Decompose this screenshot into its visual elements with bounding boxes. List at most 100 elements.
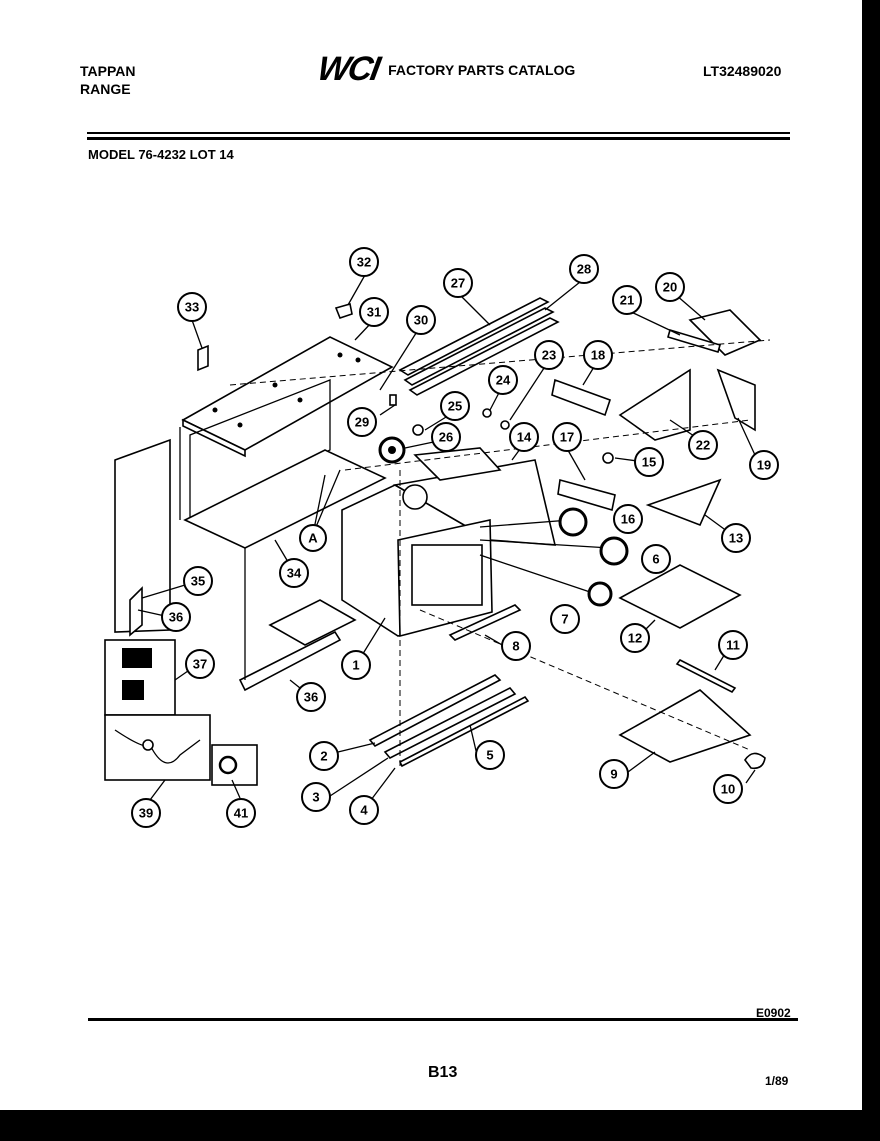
callout-9: 9 [599, 759, 629, 789]
callout-4: 4 [349, 795, 379, 825]
footer-date: 1/89 [765, 1074, 789, 1088]
callout-30: 30 [406, 305, 436, 335]
callout-18: 18 [583, 340, 613, 370]
clip-10 [744, 752, 766, 770]
svg-text:36: 36 [304, 690, 318, 705]
callout-8: 8 [501, 631, 531, 661]
svg-text:19: 19 [757, 458, 771, 473]
oven-opening [411, 544, 483, 606]
svg-text:37: 37 [193, 657, 207, 672]
callout-21: 21 [612, 285, 642, 315]
callout-5: 5 [475, 740, 505, 770]
inset-38 [104, 639, 176, 716]
strip-3 [383, 686, 517, 760]
callout-2: 2 [309, 741, 339, 771]
knob-7 [587, 581, 613, 607]
panel-22 [618, 368, 691, 441]
svg-text:20: 20 [663, 280, 677, 295]
catalog-title-block: WCI FACTORY PARTS CATALOG [315, 50, 576, 89]
callout-27: 27 [443, 268, 473, 298]
clip-24 [482, 408, 492, 418]
rod-28b [408, 317, 560, 396]
knob-16 [558, 507, 588, 537]
svg-text:29: 29 [355, 415, 369, 430]
leader-6 [479, 539, 611, 549]
callout-35: 35 [183, 566, 213, 596]
svg-text:1: 1 [352, 658, 359, 673]
catalog-title: FACTORY PARTS CATALOG [388, 61, 576, 78]
brand-line2: RANGE [80, 81, 131, 97]
svg-text:2: 2 [320, 749, 327, 764]
svg-text:A: A [308, 531, 318, 546]
switch-38a [122, 648, 152, 668]
bracket-18 [551, 378, 612, 417]
svg-text:35: 35 [191, 574, 205, 589]
callout-39: 39 [131, 798, 161, 828]
callout-37: 36 [296, 682, 326, 712]
callout-11: 11 [718, 630, 748, 660]
callout-22: 22 [688, 430, 718, 460]
callout-28: 28 [569, 254, 599, 284]
footer-rule [88, 1018, 798, 1021]
callout-31: 31 [359, 297, 389, 327]
callout-33: 33 [177, 292, 207, 322]
svg-text:23: 23 [542, 348, 556, 363]
brand-line1: TAPPAN [80, 63, 136, 79]
grommet-41 [218, 755, 238, 775]
callout-32: 32 [349, 247, 379, 277]
svg-text:13: 13 [729, 531, 743, 546]
switch-38b [122, 680, 144, 700]
brand-block: TAPPAN RANGE [80, 62, 135, 98]
svg-text:14: 14 [517, 430, 532, 445]
svg-text:10: 10 [721, 782, 735, 797]
clip-33 [197, 344, 209, 372]
svg-text:6: 6 [652, 552, 659, 567]
clip-23 [500, 420, 510, 430]
svg-text:32: 32 [357, 255, 371, 270]
clip-32 [334, 302, 353, 319]
burner-box [413, 447, 502, 481]
svg-text:18: 18 [591, 348, 605, 363]
catalog-page: TAPPAN RANGE WCI FACTORY PARTS CATALOG L… [0, 0, 862, 1110]
connector-39 [142, 739, 154, 751]
header-rule-bottom [87, 137, 790, 140]
svg-text:9: 9 [610, 767, 617, 782]
svg-text:7: 7 [561, 612, 568, 627]
bracket-19 [716, 368, 756, 432]
leader-16 [479, 519, 571, 528]
page-number: B13 [428, 1064, 458, 1081]
leader-7 [479, 554, 591, 593]
panel-12 [618, 564, 742, 629]
callout-38: 37 [185, 649, 215, 679]
svg-text:27: 27 [451, 276, 465, 291]
strip-8 [448, 604, 522, 641]
svg-text:39: 39 [139, 806, 153, 821]
callout-36: 36 [161, 602, 191, 632]
rail-37 [238, 630, 342, 692]
svg-text:5: 5 [486, 748, 493, 763]
svg-text:41: 41 [234, 806, 248, 821]
callout-25: 25 [440, 391, 470, 421]
svg-text:31: 31 [367, 305, 381, 320]
svg-text:21: 21 [620, 293, 634, 308]
callout-1: 1 [341, 650, 371, 680]
callout-24: 24 [488, 365, 518, 395]
svg-text:3: 3 [312, 790, 319, 805]
callout-7: 7 [550, 604, 580, 634]
callout-34: 34 [279, 558, 309, 588]
footer-code: E0902 [756, 1006, 791, 1020]
svg-text:36: 36 [169, 610, 183, 625]
callout-41: 41 [226, 798, 256, 828]
svg-text:33: 33 [185, 300, 199, 315]
svg-text:16: 16 [621, 512, 635, 527]
burner-port [402, 484, 428, 510]
callout-29: 29 [347, 407, 377, 437]
inset-39 [104, 714, 211, 781]
dash-1 [229, 339, 771, 386]
clip-29 [389, 394, 397, 406]
spring-25 [412, 424, 424, 436]
callout-12: 12 [620, 623, 650, 653]
svg-text:34: 34 [287, 566, 302, 581]
svg-text:28: 28 [577, 262, 591, 277]
callout-17: 17 [552, 422, 582, 452]
